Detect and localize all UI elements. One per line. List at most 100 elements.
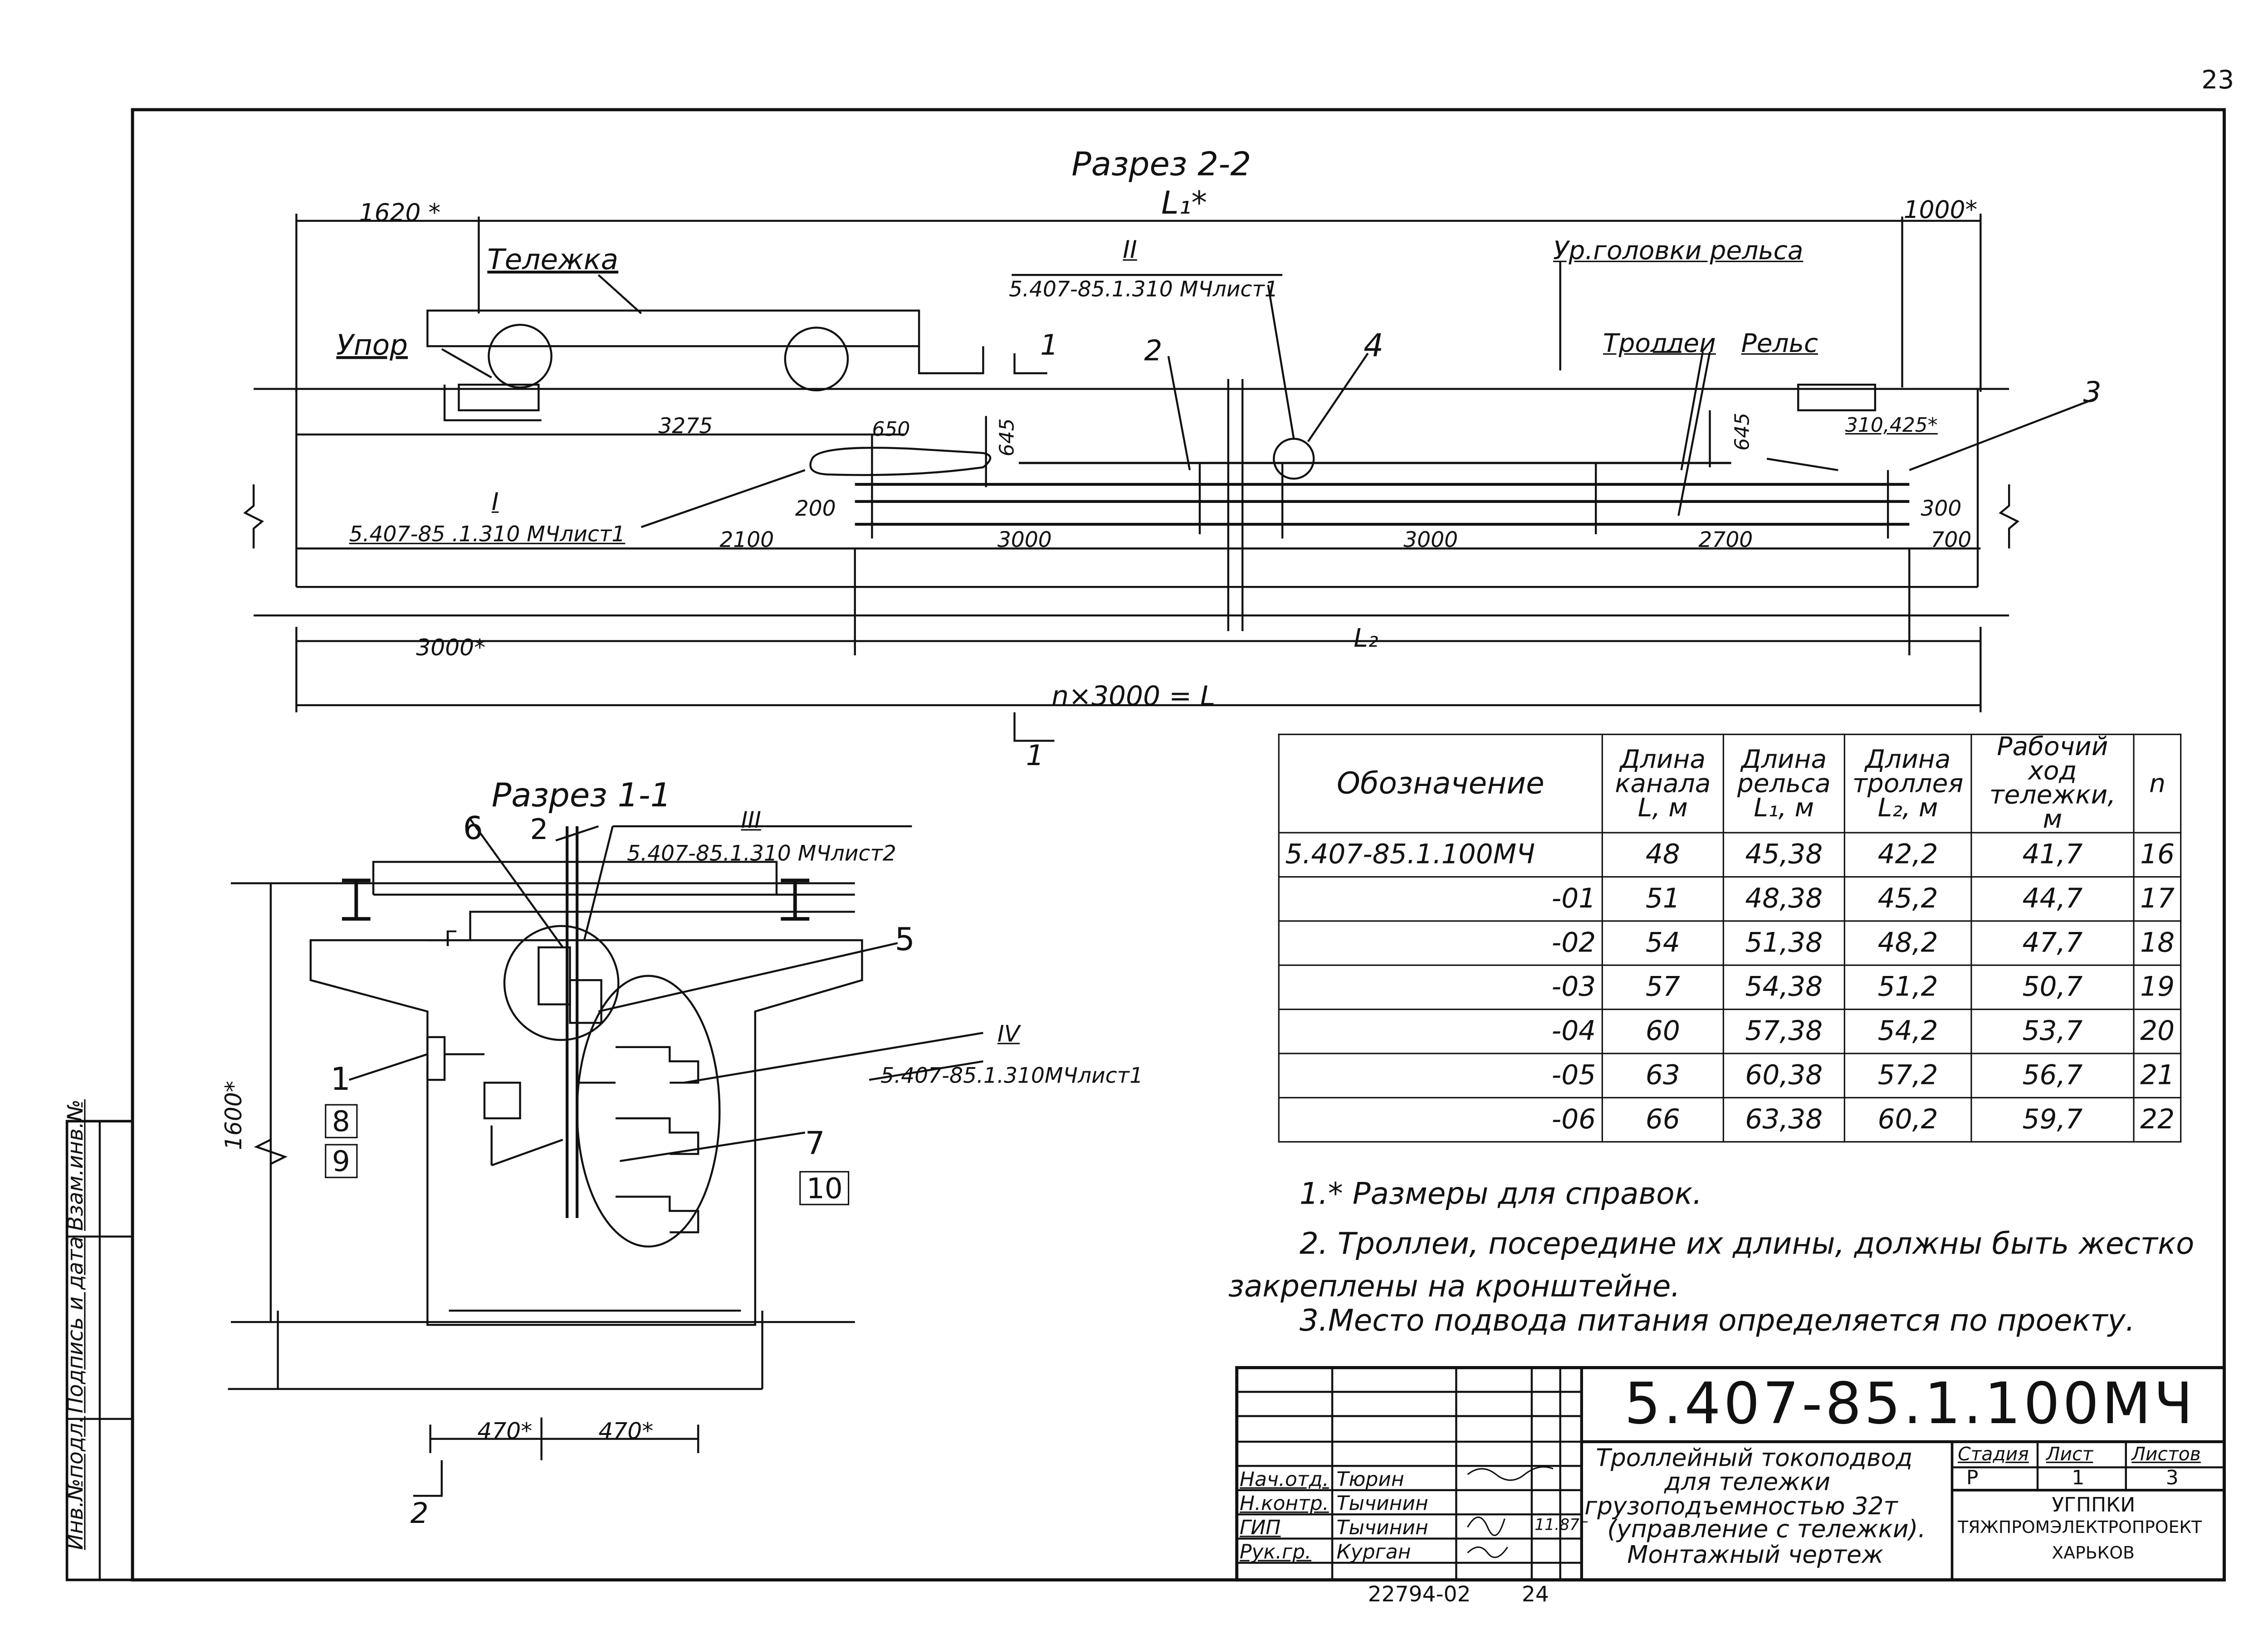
org-line-2: ТЯЖПРОМЭЛЕКТРОПРОЕКТ — [1958, 1517, 2202, 1537]
label-stop: Упор — [336, 327, 408, 362]
stamp-podpis: Подпись и дата — [63, 1236, 88, 1414]
title-line-2: для тележки — [1664, 1468, 1831, 1498]
title-line-5: Монтажный чертеж — [1627, 1541, 1884, 1570]
ref-I: 5.407-85 .1.310 МЧлист1 — [349, 521, 626, 547]
pos-2-s11: 2 — [530, 812, 548, 846]
header-n: n — [2133, 733, 2182, 834]
header-rail-length: Длина рельса L₁, м — [1722, 733, 1845, 834]
dim-1000: 1000* — [1903, 196, 1978, 225]
dim-700: 700 — [1931, 527, 1972, 553]
signer-name: Тычинин — [1336, 1517, 1428, 1540]
spec-table: Обозначение Длина канала L, м Длина рель… — [1278, 733, 2182, 1143]
note-2b: закреплены на кронштейне. — [1228, 1269, 1681, 1304]
stage-label: Стадия — [1958, 1444, 2029, 1466]
table-row: -05 63 60,38 57,2 56,7 21 — [1278, 1053, 2182, 1098]
stamp-inv-podl: Инв.№подл. — [63, 1416, 88, 1550]
note-3: 3.Место подвода питания определяется по … — [1299, 1303, 2135, 1338]
section-2-2-title: Разрез 2-2 — [1071, 146, 1251, 184]
cell-n: 16 — [2133, 832, 2182, 878]
cell-designation: -02 — [1278, 920, 1603, 966]
cell-wire: 51,2 — [1843, 964, 1972, 1010]
cell-channel: 48 — [1601, 832, 1724, 878]
dim-3000b: 3000 — [1403, 527, 1458, 553]
dim-3275: 3275 — [658, 413, 713, 439]
cell-rail: 45,38 — [1722, 832, 1845, 878]
pos-6: 6 — [463, 812, 483, 848]
label-trolley-wires: Троллеи — [1603, 329, 1716, 359]
date: 11.87г — [1535, 1516, 1588, 1535]
table-row: -02 54 51,38 48,2 47,7 18 — [1278, 920, 2182, 966]
cell-n: 22 — [2133, 1097, 2182, 1143]
cell-wire: 60,2 — [1843, 1097, 1972, 1143]
header-designation: Обозначение — [1278, 733, 1603, 834]
sheets-label: Листов — [2131, 1444, 2201, 1466]
dim-470b: 470* — [598, 1417, 654, 1445]
cell-n: 18 — [2133, 920, 2182, 966]
cell-stroke: 41,7 — [1970, 832, 2135, 878]
pos-8: 8 — [325, 1104, 357, 1138]
signer-name: Тычинин — [1336, 1493, 1428, 1516]
signer-name: Курган — [1336, 1541, 1411, 1565]
cell-channel: 63 — [1601, 1053, 1724, 1098]
cell-channel: 51 — [1601, 876, 1724, 922]
callout-I: I — [491, 488, 499, 517]
cell-rail: 63,38 — [1722, 1097, 1845, 1143]
cell-stroke: 47,7 — [1970, 920, 2135, 966]
title-line-4: (управление с тележки). — [1607, 1516, 1926, 1545]
signer-role: Н.контр. — [1239, 1493, 1329, 1516]
cell-designation: -01 — [1278, 876, 1603, 922]
table-row: -04 60 57,38 54,2 53,7 20 — [1278, 1009, 2182, 1054]
cell-rail: 51,38 — [1722, 920, 1845, 966]
cell-channel: 57 — [1601, 964, 1724, 1010]
doc-code: 5.407-85.1.100МЧ — [1624, 1372, 2196, 1438]
cell-n: 21 — [2133, 1053, 2182, 1098]
cell-rail: 57,38 — [1722, 1009, 1845, 1054]
label-rail: Рельс — [1741, 329, 1818, 359]
signer-name: Тюрин — [1336, 1468, 1404, 1492]
pos-1-s22: 1 — [1040, 327, 1059, 362]
stamp-vzam: Взам.инв.№ — [63, 1099, 88, 1231]
pos-5: 5 — [894, 923, 915, 959]
table-row: -01 51 48,38 45,2 44,7 17 — [1278, 876, 2182, 922]
cell-stroke: 44,7 — [1970, 876, 2135, 922]
pos-10: 10 — [799, 1171, 850, 1205]
dim-310: 310,425* — [1845, 415, 1938, 438]
dim-2100: 2100 — [719, 527, 774, 553]
dim-300: 300 — [1921, 496, 1962, 522]
cell-channel: 54 — [1601, 920, 1724, 966]
pos-4-s22: 4 — [1364, 329, 1384, 365]
dim-1600: 1600* — [220, 1081, 247, 1151]
cell-designation: -06 — [1278, 1097, 1603, 1143]
ref-II: 5.407-85.1.310 МЧлист1 — [1009, 276, 1278, 302]
header-wire-length: Длина троллея L₂, м — [1843, 733, 1972, 834]
header-channel-length: Длина канала L, м — [1601, 733, 1724, 834]
dim-645a: 645 — [996, 418, 1020, 457]
pos-2-s22: 2 — [1144, 333, 1163, 368]
cell-rail: 60,38 — [1722, 1053, 1845, 1098]
table-row: 5.407-85.1.100МЧ 48 45,38 42,2 41,7 16 — [1278, 832, 2182, 878]
table-row: -03 57 54,38 51,2 50,7 19 — [1278, 964, 2182, 1010]
callout-IV: IV — [997, 1020, 1020, 1047]
pos-3-s22: 3 — [2083, 375, 2102, 409]
cut-1: 1 — [1026, 738, 1044, 772]
signer-role: ГИП — [1239, 1517, 1281, 1540]
cell-wire: 45,2 — [1843, 876, 1972, 922]
cell-stroke: 50,7 — [1970, 964, 2135, 1010]
sheets-value: 3 — [2165, 1467, 2179, 1490]
dim-200: 200 — [795, 496, 836, 522]
title-line-1: Троллейный токоподвод — [1596, 1444, 1913, 1473]
cell-n: 19 — [2133, 964, 2182, 1010]
signer-role: Рук.гр. — [1239, 1541, 1311, 1565]
title-line-3: грузоподъемностью 32т — [1584, 1493, 1898, 1522]
cell-designation: -05 — [1278, 1053, 1603, 1098]
pos-9: 9 — [325, 1144, 357, 1178]
sheet-value: 1 — [2072, 1467, 2085, 1490]
note-2a: 2. Троллеи, посередине их длины, должны … — [1299, 1226, 2195, 1261]
archive-number: 22794-02 — [1368, 1581, 1471, 1607]
cell-stroke: 53,7 — [1970, 1009, 2135, 1054]
dim-2700: 2700 — [1698, 527, 1753, 553]
cell-channel: 60 — [1601, 1009, 1724, 1054]
cell-stroke: 59,7 — [1970, 1097, 2135, 1143]
cell-channel: 66 — [1601, 1097, 1724, 1143]
